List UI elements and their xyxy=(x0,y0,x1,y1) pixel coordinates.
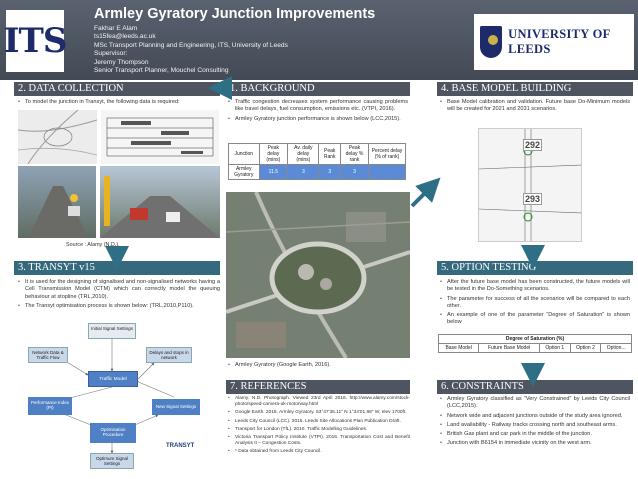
bullet: An example of one of the parameter “Degr… xyxy=(440,312,630,327)
section-heading-constraints: 6. CONSTRAINTS xyxy=(437,380,633,394)
option-testing-text: After the future base model has been con… xyxy=(440,279,630,329)
flow-node: New Signal Settings xyxy=(152,399,200,415)
poster-title: Armley Gyratory Junction Improvements xyxy=(94,6,376,22)
base-model-text: Base Model calibration and validation. F… xyxy=(440,99,630,116)
flow-node: Traffic Model xyxy=(88,371,138,387)
section-heading-background: 1. BACKGROUND xyxy=(226,82,410,96)
section-heading-references: 7. REFERENCES xyxy=(226,380,410,394)
author-line: MSc Transport Planning and Engineering, … xyxy=(94,41,288,49)
aerial-photo-caption: Armley Gyratory (Google Earth, 2016). xyxy=(228,362,408,371)
bullet: Network wide and adjacent junctions outs… xyxy=(440,413,630,421)
background-text: Traffic congestion decreases system perf… xyxy=(228,99,408,125)
bullet: The parameter for success of all the sce… xyxy=(440,296,630,311)
poster-header: ITS Armley Gyratory Junction Improvement… xyxy=(0,0,638,80)
bullet: It is used for the designing of signalis… xyxy=(18,279,220,301)
signal-timing-chart-image xyxy=(101,110,219,164)
table-header: Future Base Model xyxy=(478,343,540,353)
reference-item: Google Earth. 2016. Armley Gyratory. 53°… xyxy=(228,410,410,416)
transyt-brand-label: TRANSYT xyxy=(166,443,195,449)
junction-performance-table: Junction Peak delay (mins) Av. daily del… xyxy=(228,143,406,180)
transyt-text: It is used for the designing of signalis… xyxy=(18,279,220,312)
author-block: Fakhar E Alam ts15fea@leeds.ac.uk MSc Tr… xyxy=(94,25,288,75)
degree-of-saturation-table: Degree of Saturation (%) Base Model Futu… xyxy=(437,334,632,353)
bullet: Base Model calibration and validation. F… xyxy=(440,99,630,114)
bullet: Traffic congestion decreases system perf… xyxy=(228,99,408,114)
flow-node: Optimum Signal Settings xyxy=(90,453,134,469)
traffic-photo xyxy=(18,166,96,238)
reference-item: Leeds City Council (LCC). 2015. Leeds Si… xyxy=(228,419,410,425)
table-header: Base Model xyxy=(437,343,480,353)
reference-item: * Data obtained from Leeds City Council. xyxy=(228,449,410,455)
bullet: The Transyt optimisation process is show… xyxy=(18,303,220,311)
section-heading-data-collection: 2. DATA COLLECTION xyxy=(14,82,220,96)
bullet: British Gas plant and car park in the mi… xyxy=(440,431,630,439)
section-heading-base-model: 4. BASE MODEL BUILDING xyxy=(437,82,633,96)
table-header: Peak delay % rank xyxy=(339,143,370,165)
author-line: Fakhar E Alam xyxy=(94,25,138,32)
reference-item: Transport for London (TfL). 2010. Traffi… xyxy=(228,427,410,433)
bullet: Armley Gyratory junction performance is … xyxy=(228,116,408,124)
flow-node: Initial Signal Settings xyxy=(88,323,136,339)
reference-item: Victoria Transport Policy Institute (VTP… xyxy=(228,435,410,447)
author-line: Supervisor: xyxy=(94,50,128,58)
data-collection-text: To model the junction in Transyt, the fo… xyxy=(18,99,220,108)
speed-camera-photo xyxy=(100,166,220,238)
reference-item: Alamy. N.D. Photograph. Viewed 23rd Apri… xyxy=(228,396,410,408)
author-line: Senior Transport Planner, Mouchel Consul… xyxy=(94,67,229,75)
bullet: Junction with B6154 in immediate vicinit… xyxy=(440,440,630,448)
image-source-caption: Source : Alamy (N.D.). xyxy=(66,242,120,248)
flow-node: Performance Index (PI) xyxy=(28,397,72,415)
aerial-photo-armley-gyratory xyxy=(226,192,410,358)
bullet: To model the junction in Transyt, the fo… xyxy=(18,99,220,107)
author-line: ts15fea@leeds.ac.uk xyxy=(94,33,156,41)
junction-map-image xyxy=(18,110,97,164)
bullet: Armley Gyratory classified as “Very Cons… xyxy=(440,396,630,411)
arrow-up-right-icon xyxy=(410,177,441,208)
node-label: 293 xyxy=(523,193,543,205)
transyt-flow-diagram: Initial Signal Settings Network Data & T… xyxy=(26,323,214,471)
table-row: Armley Gyratory 11.5 3 3 3 xyxy=(228,164,406,180)
bullet: After the future base model has been con… xyxy=(440,279,630,294)
bullet: Land availability - Railway tracks cross… xyxy=(440,422,630,430)
flow-node: Delays and stops in network xyxy=(146,347,192,363)
its-logo: ITS xyxy=(4,10,67,72)
network-model-image: 292 293 xyxy=(478,128,582,242)
table-header: Option... xyxy=(600,343,632,353)
flow-node: Optimisation Procedure xyxy=(90,423,136,443)
university-logo: UNIVERSITY OF LEEDS xyxy=(474,14,634,70)
table-header: Peak Rank xyxy=(318,143,341,165)
crest-icon xyxy=(480,26,503,58)
node-label: 292 xyxy=(523,139,543,151)
table-header: Percent delay (% of rank) xyxy=(368,143,406,165)
constraints-text: Armley Gyratory classified as “Very Cons… xyxy=(440,396,630,450)
references-list: Alamy. N.D. Photograph. Viewed 23rd Apri… xyxy=(228,396,410,458)
author-line: Jeremy Thompson xyxy=(94,58,149,66)
flow-node: Network Data & Traffic Flow xyxy=(28,347,68,363)
